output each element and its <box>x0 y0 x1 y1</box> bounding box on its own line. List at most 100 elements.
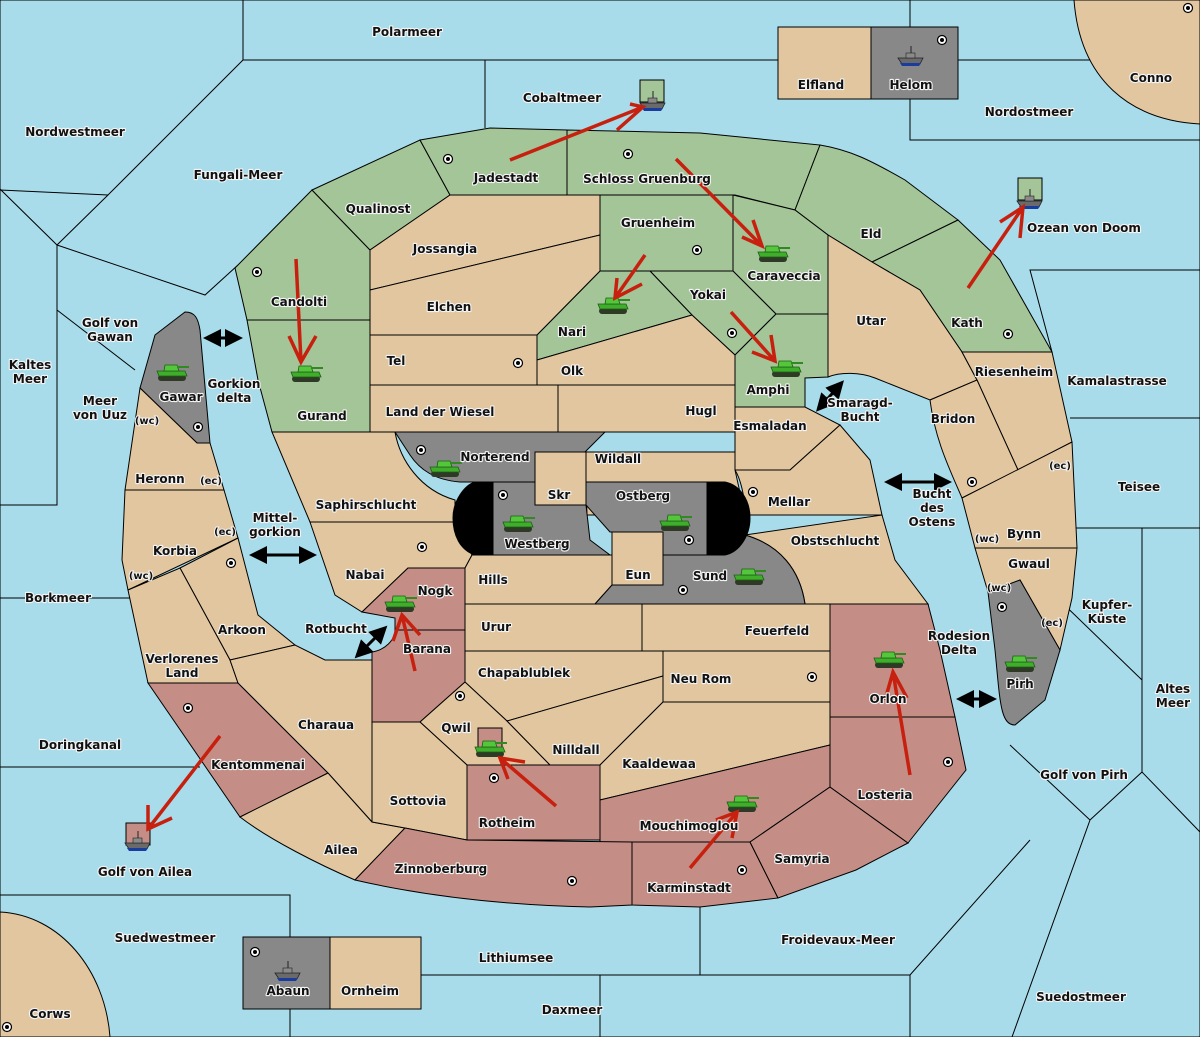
supply-center <box>936 34 948 46</box>
territory-label: Chapablublek <box>478 666 571 680</box>
territory-utar[interactable] <box>827 234 978 401</box>
territory-korbia[interactable] <box>121 489 239 591</box>
sea-label: Golf von Ailea <box>98 865 192 879</box>
sea-label: Fungali-Meer <box>194 168 283 182</box>
sea-label: Doringkanal <box>39 738 121 752</box>
territory-skr[interactable] <box>534 451 587 506</box>
coast-label: (wc) <box>987 583 1011 594</box>
territory-label: Charaua <box>298 718 354 732</box>
supply-center <box>566 875 578 887</box>
sea-label: Cobaltmeer <box>523 91 601 105</box>
coast-label: (wc) <box>975 534 999 545</box>
supply-center <box>415 444 427 456</box>
supply-center <box>747 486 759 498</box>
sea-label: Teisee <box>1118 480 1160 494</box>
territory-label: Barana <box>403 642 451 656</box>
sea-label: Golf von Pirh <box>1040 768 1128 782</box>
coast-label: (wc) <box>129 571 153 582</box>
territory-label: Korbia <box>153 544 197 558</box>
sea-label: Kupfer-Küste <box>1082 598 1132 626</box>
territory-ornheim[interactable] <box>329 936 422 1010</box>
supply-center <box>677 584 689 596</box>
territory-label: Kentommenai <box>211 758 305 772</box>
territory-jossangia[interactable] <box>369 194 601 291</box>
territory-label: Ailea <box>324 843 358 857</box>
territory-karminstadt[interactable] <box>631 841 779 908</box>
territory-label: Caraveccia <box>747 269 820 283</box>
impassable-west <box>452 481 494 556</box>
passage-arrows <box>203 329 997 708</box>
territory-conno[interactable] <box>1073 0 1200 125</box>
supply-center <box>806 671 818 683</box>
sea-label: Smaragd-Bucht <box>827 396 892 424</box>
order-arrow <box>497 755 558 808</box>
territory-label: Gruenheim <box>621 216 695 230</box>
territory-label: Neu Rom <box>671 672 732 686</box>
territory-label: Helom <box>889 78 932 92</box>
territory-pirh[interactable] <box>987 579 1061 726</box>
supply-center <box>182 702 194 714</box>
supply-center <box>726 327 738 339</box>
territory-label: Orlon <box>869 692 906 706</box>
territory-label: Corws <box>29 1007 70 1021</box>
territory-heronn[interactable] <box>124 386 225 491</box>
sea-label: Nordostmeer <box>985 105 1074 119</box>
territory-label: Tel <box>387 354 406 368</box>
territory-label: Kaaldewaa <box>622 757 696 771</box>
sea-label: Lithiumsee <box>479 951 554 965</box>
supply-center <box>416 541 428 553</box>
supply-center <box>488 772 500 784</box>
sea-label: Ozean von Doom <box>1027 221 1141 235</box>
territory-label: Qwil <box>441 721 471 735</box>
order-arrow <box>391 611 422 672</box>
territory-label: Amphi <box>746 383 789 397</box>
supply-center <box>251 266 263 278</box>
territory-label: Kath <box>951 316 983 330</box>
territory-label: Mellar <box>768 495 810 509</box>
supply-center <box>683 534 695 546</box>
territory-label: Riesenheim <box>975 365 1054 379</box>
territory-label: Eun <box>625 568 650 582</box>
territory-gruenheim[interactable] <box>599 194 734 272</box>
territory-label: Rotheim <box>479 816 536 830</box>
territory-elchen[interactable] <box>369 234 601 336</box>
territory-label: Jadestadt <box>473 171 539 185</box>
territory-label: Hills <box>478 573 508 587</box>
sea-label: Froidevaux-Meer <box>781 933 895 947</box>
labels: PolarmeerNordwestmeerFungali-MeerCobaltm… <box>8 24 1192 1022</box>
territory-olk[interactable] <box>536 314 736 386</box>
supply-center <box>225 557 237 569</box>
supply-center <box>966 476 978 488</box>
territory-label: Ostberg <box>616 489 670 503</box>
territory-label: Gwaul <box>1008 557 1050 571</box>
territory-label: Obstschlucht <box>791 534 880 548</box>
territory-westberg[interactable] <box>492 481 612 556</box>
territory-label: Nabai <box>346 568 385 582</box>
territory-label: Conno <box>1130 71 1172 85</box>
order-arrow <box>287 258 318 366</box>
territory-label: Land der Wiesel <box>386 405 495 419</box>
impassable-east <box>706 481 751 556</box>
territory-label: Utar <box>856 314 886 328</box>
territory-elfland[interactable] <box>777 26 872 100</box>
order-arrow <box>688 809 740 870</box>
territory-label: Feuerfeld <box>745 624 810 638</box>
passage-arrow <box>816 380 844 412</box>
territory-label: Karminstadt <box>647 881 731 895</box>
territory-label: Olk <box>561 364 584 378</box>
passage-arrow <box>354 625 388 659</box>
order-arrow <box>509 102 647 162</box>
territory-label: Sund <box>693 569 727 583</box>
territory-label: Gurand <box>297 409 347 423</box>
territory-corws[interactable] <box>0 911 111 1037</box>
territory-label: Gawar <box>159 390 202 404</box>
territory-label: Westberg <box>504 537 569 551</box>
coast-label: (ec) <box>1041 618 1063 629</box>
territory-label: Sottovia <box>390 794 447 808</box>
